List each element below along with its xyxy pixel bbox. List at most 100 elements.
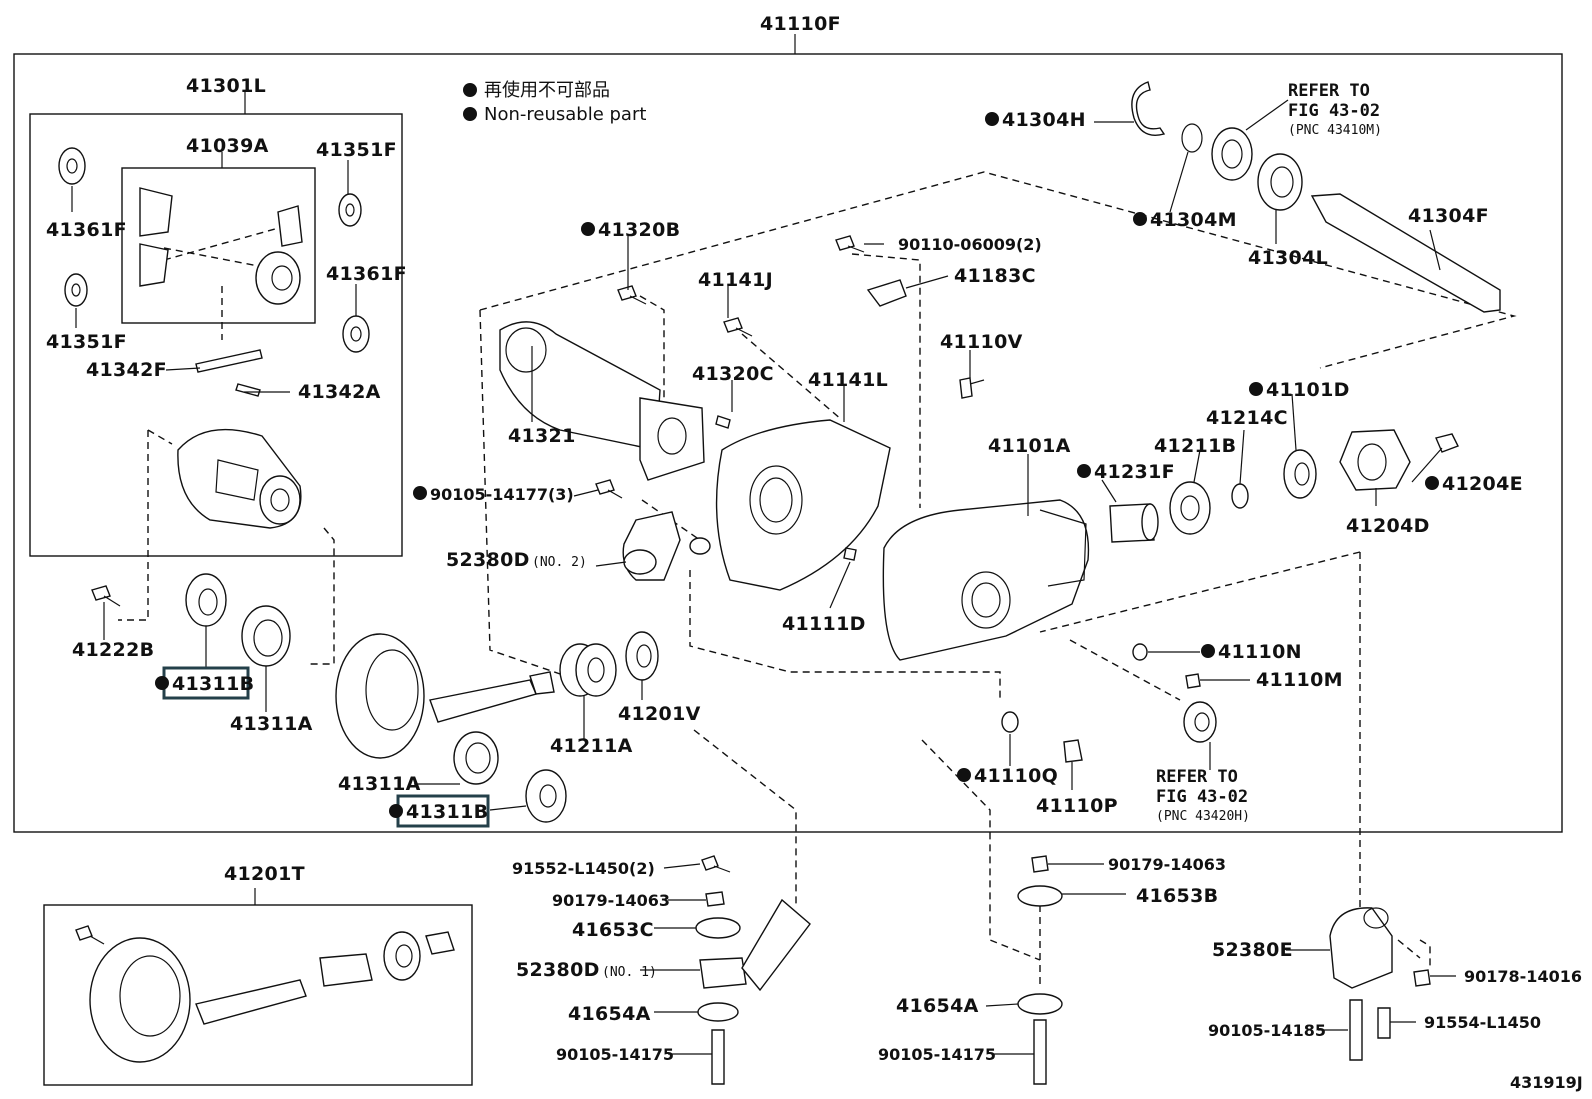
non-reusable-dot-icon <box>1201 644 1215 658</box>
bolt-icon <box>91 585 121 607</box>
svg-text:REFER TO: REFER TO <box>1156 767 1238 787</box>
callout-90105-14175_left[interactable]: 90105-14175 <box>556 1045 674 1064</box>
callout-41214c[interactable]: 41214C <box>1206 407 1288 429</box>
callout-41361f_left[interactable]: 41361F <box>46 219 127 241</box>
callout-52380d_no1[interactable]: 52380D <box>516 959 600 981</box>
differential-case-frame <box>29 113 403 557</box>
callout-41110p[interactable]: 41110P <box>1036 795 1118 817</box>
callout-41111d[interactable]: 41111D <box>782 613 866 635</box>
gasket-41110Q-icon <box>1001 711 1019 733</box>
callout-41311b_center[interactable]: 41311B <box>406 801 488 823</box>
collar-41231F-icon <box>1109 503 1159 543</box>
callout-41342f[interactable]: 41342F <box>86 359 167 381</box>
callout-90178-14016[interactable]: 90178-14016 <box>1464 967 1582 986</box>
breather-41110V-icon <box>959 377 985 399</box>
callout-41351f_top[interactable]: 41351F <box>316 139 397 161</box>
callout-41222b[interactable]: 41222B <box>72 639 154 661</box>
bearing-43420H-icon <box>1183 701 1217 743</box>
non-reusable-dot-icon <box>155 676 169 690</box>
plug-41110P-icon <box>1063 739 1083 763</box>
nut-41204E-icon <box>1435 433 1459 453</box>
callout-41110m[interactable]: 41110M <box>1256 669 1343 691</box>
callout-41304h[interactable]: 41304H <box>1002 109 1086 131</box>
callout-41211a[interactable]: 41211A <box>550 735 633 757</box>
bearing-41311A-icon <box>241 605 291 667</box>
callout-41653b[interactable]: 41653B <box>1136 885 1218 907</box>
callout-41204e[interactable]: 41204E <box>1442 473 1523 495</box>
plate-41183C-icon <box>866 279 907 307</box>
callout-41183c[interactable]: 41183C <box>954 265 1036 287</box>
callout-41304m[interactable]: 41304M <box>1150 209 1237 231</box>
callout-90110-06009[interactable]: 90110-06009(2) <box>898 235 1042 254</box>
callout-41311a_left[interactable]: 41311A <box>230 713 313 735</box>
bearing-41211A-icon <box>559 643 617 697</box>
callout-41201t[interactable]: 41201T <box>224 863 305 885</box>
callout-41304f[interactable]: 41304F <box>1408 205 1489 227</box>
bracket-52380D-no2-icon <box>622 511 711 581</box>
diagram-id: 431919J <box>1510 1073 1583 1092</box>
callout-41231f[interactable]: 41231F <box>1094 461 1175 483</box>
callout-41141j[interactable]: 41141J <box>698 269 773 291</box>
snap-ring-41304H-icon <box>1131 81 1166 136</box>
callout-90105-14185[interactable]: 90105-14185 <box>1208 1021 1326 1040</box>
non-reusable-dot-icon <box>1133 212 1147 226</box>
snap-ring-41304M-icon <box>1181 123 1203 153</box>
callout-90179-14063_left[interactable]: 90179-14063 <box>552 891 670 910</box>
shim-41311B-icon <box>185 573 227 627</box>
side-gear-washer-icon <box>58 147 88 307</box>
callout-41204d[interactable]: 41204D <box>1346 515 1430 537</box>
callout-41101a[interactable]: 41101A <box>988 435 1071 457</box>
callout-41110q[interactable]: 41110Q <box>974 765 1058 787</box>
callout-41351f_left[interactable]: 41351F <box>46 331 127 353</box>
bolt-41141J-icon <box>723 317 753 337</box>
ref-lower: REFER TO FIG 43-02 (PNC 43420H) <box>1156 767 1250 824</box>
callout-91554-l1450[interactable]: 91554-L1450 <box>1424 1013 1541 1032</box>
bearing-43410M-icon <box>1211 127 1253 181</box>
svg-text:FIG 43-02: FIG 43-02 <box>1288 101 1380 121</box>
non-reusable-dot-icon <box>413 486 427 500</box>
callout-41101d[interactable]: 41101D <box>1266 379 1350 401</box>
non-reusable-dot-icon <box>985 112 999 126</box>
oil-seal-41201V-icon <box>625 631 659 681</box>
callout-41201v[interactable]: 41201V <box>618 703 701 725</box>
callout-52380e[interactable]: 52380E <box>1212 939 1293 961</box>
callout-41110n[interactable]: 41110N <box>1218 641 1302 663</box>
shim-41311B-center-icon <box>525 769 567 823</box>
callout-41311a_center[interactable]: 41311A <box>338 773 421 795</box>
callout-41653c[interactable]: 41653C <box>572 919 654 941</box>
carrier-housing-icon <box>882 499 1090 661</box>
callout-41320b[interactable]: 41320B <box>598 219 680 241</box>
mount-stack-left-icon <box>695 855 811 1085</box>
carrier-cover-icon <box>715 419 891 591</box>
callout-41039a[interactable]: 41039A <box>186 135 269 157</box>
callout-90105-14175_right[interactable]: 90105-14175 <box>878 1045 996 1064</box>
callout-90179-14063_right[interactable]: 90179-14063 <box>1108 855 1226 874</box>
bearing-41311A-center-icon <box>453 731 499 785</box>
callout-41304l[interactable]: 41304L <box>1248 247 1328 269</box>
callout-41342a[interactable]: 41342A <box>298 381 381 403</box>
main-assembly-label: 41110F <box>760 13 841 35</box>
ring-gear-kit-frame <box>43 904 473 1086</box>
callout-41141l[interactable]: 41141L <box>808 369 888 391</box>
non-reusable-dot-icon <box>581 222 595 236</box>
callout-41361f_right[interactable]: 41361F <box>326 263 407 285</box>
callout-52380d_no2[interactable]: 52380D <box>446 549 530 571</box>
callout-41654a_left[interactable]: 41654A <box>568 1003 651 1025</box>
bolt-41320B-icon <box>617 285 647 305</box>
callout-91552-l1450[interactable]: 91552-L1450(2) <box>512 859 655 878</box>
callout-41110v[interactable]: 41110V <box>940 331 1023 353</box>
legend-jp-bullet-icon <box>463 83 477 97</box>
non-reusable-dot-icon <box>389 804 403 818</box>
non-reusable-dot-icon <box>1077 464 1091 478</box>
callout-41311b_left[interactable]: 41311B <box>172 673 254 695</box>
legend-japanese: 再使用不可部品 <box>484 80 610 101</box>
svg-text:REFER TO: REFER TO <box>1288 81 1370 101</box>
legend-en-bullet-icon <box>463 107 477 121</box>
callout-41321[interactable]: 41321 <box>508 425 576 447</box>
callout-41301l[interactable]: 41301L <box>186 75 266 97</box>
callout-41320c[interactable]: 41320C <box>692 363 774 385</box>
callout-41211b[interactable]: 41211B <box>1154 435 1236 457</box>
callout-90105-14177[interactable]: 90105-14177(3) <box>430 485 574 504</box>
callout-41654a_right[interactable]: 41654A <box>896 995 979 1017</box>
washer-41214C-icon <box>1231 483 1249 509</box>
